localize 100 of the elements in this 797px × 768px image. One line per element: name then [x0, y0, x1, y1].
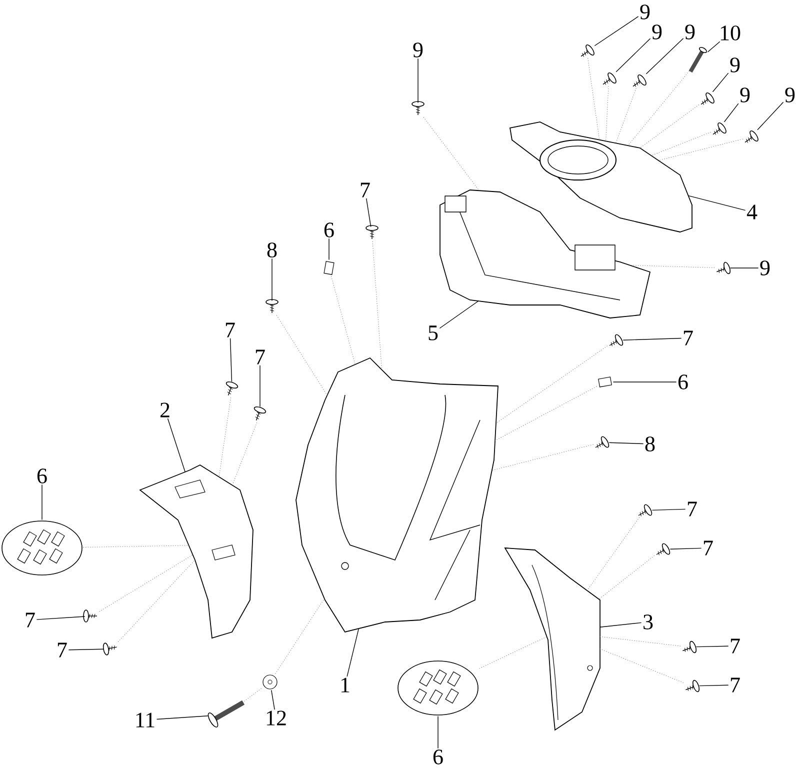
leader-line: [707, 41, 720, 52]
leader-line: [594, 16, 639, 46]
assembly-line: [586, 516, 640, 591]
callout-number: 9: [685, 24, 695, 40]
leader-line: [652, 508, 686, 511]
assembly-line: [218, 397, 232, 478]
screw-drawing: [366, 225, 378, 240]
leader-line: [622, 338, 682, 340]
callout-number: 4: [746, 204, 758, 220]
screw-drawing: [744, 130, 758, 144]
screw-drawing: [682, 640, 697, 654]
callout-number: 7: [58, 642, 67, 658]
screw-drawing: [580, 44, 594, 58]
callout-number: 6: [324, 222, 334, 238]
callout-number: 9: [785, 88, 795, 102]
assembly-line: [244, 688, 262, 702]
callout-number: 6: [678, 374, 688, 390]
assembly-line: [492, 444, 594, 471]
leader-line: [616, 38, 651, 72]
leader-line: [698, 684, 729, 686]
screw-drawing: [685, 680, 700, 692]
callout-number: 2: [160, 402, 170, 418]
assembly-line: [494, 386, 598, 441]
leader-line: [757, 102, 784, 130]
screw-drawing: [656, 543, 670, 556]
leader-line: [600, 622, 642, 628]
leader-line: [608, 442, 644, 444]
leader-line: [271, 690, 275, 710]
leader-line: [646, 38, 684, 74]
callout-number: 7: [26, 612, 35, 628]
assembly-line: [658, 138, 744, 161]
handlebar-cover-drawing: [440, 190, 651, 318]
screw-drawing: [602, 72, 616, 86]
screw-drawing: [412, 101, 424, 116]
assembly-line: [588, 58, 600, 140]
assembly-line: [276, 314, 328, 396]
clip-drawing: [598, 376, 612, 388]
leader-line: [696, 646, 729, 648]
callout-number: 7: [704, 540, 713, 556]
bolt-drawing: [688, 46, 708, 73]
leader-line: [724, 103, 739, 122]
assembly-line: [600, 636, 681, 646]
leader-line: [328, 238, 330, 260]
leader-line: [346, 628, 360, 677]
clip-set-drawing: [2, 520, 82, 576]
assembly-line: [496, 346, 608, 424]
callout-number: 8: [267, 242, 277, 258]
callout-number: 6: [37, 468, 47, 484]
clip-drawing: [324, 261, 334, 275]
assembly-line: [232, 422, 258, 486]
leader-line: [230, 338, 232, 382]
callout-number: 7: [360, 182, 370, 198]
leader-line: [688, 195, 746, 211]
assembly-line: [606, 86, 609, 142]
leader-line: [36, 616, 86, 620]
callout-number: 1: [341, 678, 350, 692]
callout-number: 7: [256, 350, 265, 364]
assembly-line: [640, 104, 700, 148]
assembly-line: [330, 276, 356, 365]
callout-number: 11: [136, 712, 154, 728]
assembly-line: [98, 554, 194, 612]
leader-line: [68, 648, 104, 650]
callout-number: 9: [760, 260, 770, 276]
callout-number: 7: [730, 638, 740, 654]
leader-line: [712, 72, 729, 92]
assembly-line: [600, 648, 684, 684]
leader-line: [366, 198, 372, 228]
callout-number: 10: [720, 26, 740, 40]
callout-number: 7: [226, 322, 235, 338]
screw-drawing: [83, 610, 98, 622]
screw-drawing: [609, 334, 624, 346]
callout-number: 5: [428, 326, 438, 340]
screw-drawing: [712, 122, 726, 136]
assembly-line: [82, 545, 190, 548]
bolt-drawing: [208, 700, 245, 728]
screw-drawing: [595, 436, 610, 448]
callout-number: 7: [730, 678, 740, 692]
screw-drawing: [254, 406, 266, 421]
callout-number: 9: [730, 58, 740, 72]
leader-line: [439, 300, 479, 329]
callout-number: 6: [433, 750, 443, 764]
front-shield-drawing: [296, 357, 498, 633]
assembly-line: [423, 116, 480, 191]
callout-number: 9: [640, 4, 650, 20]
leader-line: [670, 548, 702, 550]
screw-drawing: [226, 381, 238, 396]
clip-set-drawing: [398, 660, 478, 716]
assembly-line: [616, 88, 636, 144]
callout-number: 9: [652, 24, 662, 40]
callout-number: 7: [688, 502, 697, 516]
screw-drawing: [700, 92, 714, 106]
callout-number: 7: [684, 330, 693, 346]
screw-drawing: [632, 74, 646, 88]
callout-number: 12: [266, 710, 286, 726]
callout-number: 8: [645, 436, 655, 452]
assembly-line: [629, 264, 715, 268]
assembly-line: [372, 240, 382, 370]
screw-drawing: [638, 504, 652, 516]
leader-line: [167, 418, 186, 472]
callout-number: 9: [413, 42, 423, 58]
